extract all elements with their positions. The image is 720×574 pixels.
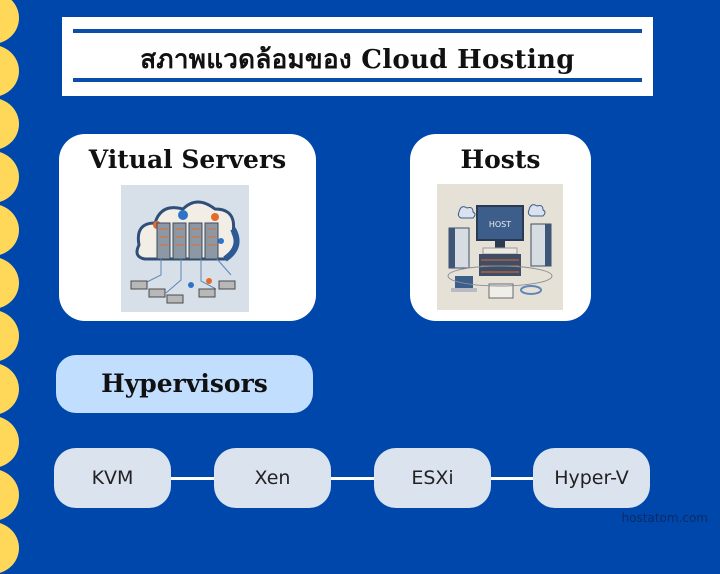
scallop-decoration [0, 522, 19, 574]
host-servers-illustration-icon: HOST [437, 184, 563, 310]
scallop-decoration [0, 469, 19, 521]
card-title: Vitual Servers [88, 145, 287, 174]
title-rule-bottom [73, 78, 642, 82]
host-servers-image: HOST [437, 184, 563, 310]
title-banner: สภาพแวดล้อมของ Cloud Hosting [62, 17, 653, 96]
card-title: Hosts [460, 145, 541, 174]
hypervisor-kvm: KVM [54, 448, 171, 508]
connector-line [330, 477, 376, 480]
page-title: สภาพแวดล้อมของ Cloud Hosting [140, 45, 575, 75]
cloud-servers-image [121, 185, 249, 312]
virtual-servers-card: Vitual Servers [59, 134, 316, 321]
hypervisors-box: Hypervisors [56, 355, 313, 413]
scallop-decoration [0, 151, 19, 203]
footer-watermark: hostatom.com [621, 511, 708, 525]
scallop-decoration [0, 98, 19, 150]
connector-line [170, 477, 216, 480]
connector-line [490, 477, 536, 480]
cloud-servers-illustration-icon [121, 185, 249, 312]
scallop-decoration [0, 257, 19, 309]
scallop-decoration [0, 363, 19, 415]
hypervisor-xen: Xen [214, 448, 331, 508]
svg-text:HOST: HOST [489, 220, 511, 229]
scallop-decoration [0, 45, 19, 97]
scallop-decoration [0, 416, 19, 468]
scallop-decoration [0, 0, 19, 44]
scallop-border [0, 0, 20, 574]
hypervisor-esxi: ESXi [374, 448, 491, 508]
title-rule-top [73, 29, 642, 33]
scallop-decoration [0, 310, 19, 362]
hosts-card: Hosts HOST [410, 134, 591, 321]
scallop-decoration [0, 204, 19, 256]
hypervisor-hyper-v: Hyper-V [533, 448, 650, 508]
